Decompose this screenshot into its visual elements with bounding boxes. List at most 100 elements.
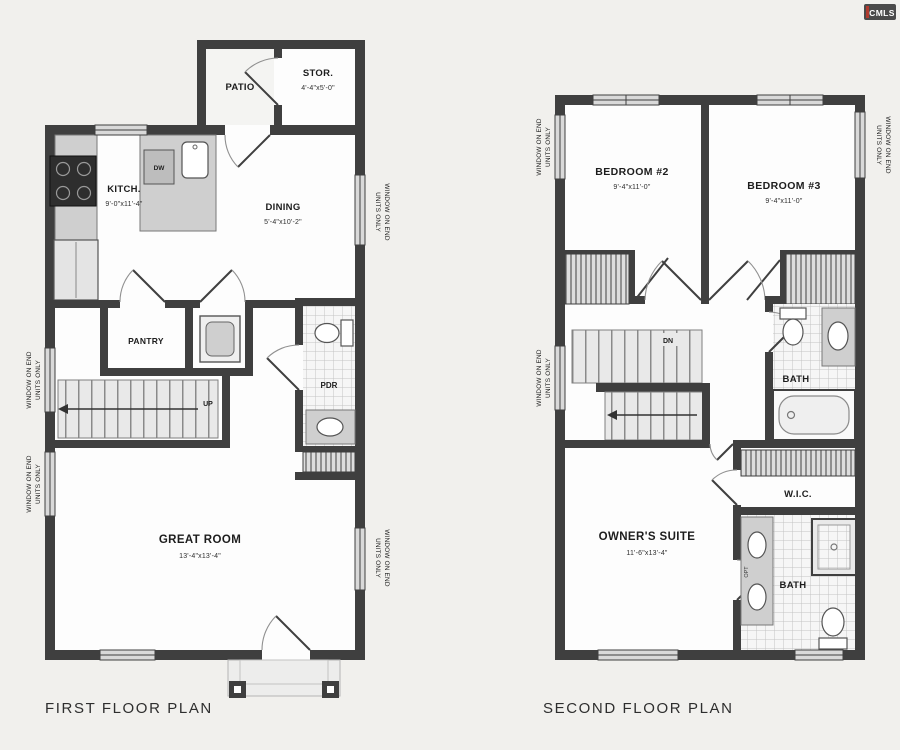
patio-door-swing: [224, 134, 239, 168]
stair-arrow-2: [607, 410, 617, 420]
svg-text:WINDOW ON END: WINDOW ON END: [884, 116, 891, 173]
pantry-door-leaf: [132, 269, 166, 303]
bedroom3-label: BEDROOM #3: [747, 180, 820, 192]
wic-wall-left-c: [733, 600, 741, 660]
pdr-bottom-wall: [295, 446, 365, 452]
pantry-door-opening: [120, 300, 165, 308]
mech-wall-right: [245, 308, 253, 376]
bedroom2-label: BEDROOM #2: [595, 166, 668, 178]
owners-suite-dims: 11'-6"x13'-4": [626, 550, 668, 557]
svg-text:UNITS ONLY: UNITS ONLY: [374, 192, 381, 232]
dishwasher: [143, 149, 175, 185]
svg-text:UNITS ONLY: UNITS ONLY: [545, 127, 552, 167]
owners-suite-label: OWNER'S SUITE: [599, 531, 696, 543]
stair-arrow: [58, 404, 68, 414]
dining-window: [354, 174, 366, 246]
coat-closet-bottom-wall: [295, 472, 365, 480]
kitchen-dims: 9'-0"x11'-4": [105, 201, 142, 208]
first-floor-title: FIRST FLOOR PLAN: [45, 700, 213, 717]
svg-text:WINDOW ON END: WINDOW ON END: [26, 455, 33, 512]
mls-logo-accent: [866, 6, 869, 18]
pantry-wall-left: [100, 308, 108, 376]
pantry-door-swing: [119, 269, 134, 303]
dn-label: DN: [663, 338, 673, 345]
dn-label-bg: [654, 333, 682, 346]
pdr-toilet: [314, 319, 354, 347]
bedroom2-top-window: [592, 94, 660, 106]
stair-side-wall-2: [702, 383, 710, 448]
bathtub: [772, 389, 856, 441]
svg-text:WINDOW ON END: WINDOW ON END: [383, 183, 390, 240]
patio-door-leaf: [237, 134, 271, 168]
dishwasher-label: DW: [154, 165, 166, 172]
entry-door-opening: [262, 650, 310, 660]
bath-lower-vanity: [740, 516, 774, 626]
bath-lower-label: BATH: [780, 580, 807, 591]
patio-label: PATIO: [225, 82, 254, 93]
stair-mid-rail: [596, 383, 703, 392]
bedroom2-left-window: [554, 114, 566, 180]
storage-door-leaf: [244, 71, 279, 106]
wic-bottom-wall: [733, 507, 865, 515]
bedroom3-door-swing: [747, 260, 766, 301]
wic-wall-left-a: [733, 440, 741, 470]
pdr-door-leaf: [266, 357, 300, 391]
stairs-lower-run: [604, 391, 704, 441]
bedroom2-door-swing: [644, 260, 663, 301]
svg-text:UNITS ONLY: UNITS ONLY: [545, 358, 552, 398]
bath-upper-label: BATH: [783, 374, 810, 385]
storage-door-opening: [274, 58, 282, 105]
kitchen-window: [94, 124, 148, 136]
bedroom2-door-leaf: [661, 260, 702, 301]
wic-label: W.I.C.: [784, 489, 812, 500]
great-room-right-window: [354, 527, 366, 591]
entry-door-leaf: [275, 615, 311, 651]
dining-dims: 5'-4"x10'-2": [264, 219, 302, 226]
window-note-sf-right-top: WINDOW ON END UNITS ONLY: [875, 116, 891, 173]
suite-bottom-window: [597, 649, 679, 661]
window-note-ff-right-bottom: WINDOW ON END UNITS ONLY: [374, 529, 390, 586]
closet-door-swing: [231, 269, 246, 303]
bedroom2-closet-door: [634, 257, 669, 301]
pdr-left-wall-upper: [295, 298, 303, 345]
patio-floor: [206, 49, 274, 125]
bedroom3-closet: [746, 250, 856, 305]
bath-lower-toilet: [818, 607, 848, 650]
mls-logo-text: CMLS: [869, 8, 895, 18]
bedroom-divider-wall: [701, 95, 709, 304]
left-window-mid: [44, 347, 56, 413]
bedroom3-top-window: [756, 94, 824, 106]
suite-door-swing: [709, 443, 718, 461]
bedroom3-dims: 9'-4"x11'-0": [765, 198, 802, 205]
storage-dims: 4'-4"x5'-0": [301, 85, 335, 92]
great-room-label: GREAT ROOM: [159, 534, 241, 546]
stair-bottom-wall-2: [555, 440, 710, 448]
stair-left-window: [554, 345, 566, 411]
wic-shelf-hatch: [740, 449, 856, 477]
svg-text:WINDOW ON END: WINDOW ON END: [536, 118, 543, 175]
kitchen-label: KITCH.: [107, 184, 140, 195]
bedroom2-dims: 9'-4"x11'-0": [613, 184, 650, 191]
entry-door-swing: [261, 615, 277, 651]
wic-wall-left-b: [733, 505, 741, 560]
second-floor-title: SECOND FLOOR PLAN: [543, 700, 734, 717]
pdr-label: PDR: [321, 381, 338, 390]
left-window-lower: [44, 451, 56, 517]
shower: [811, 518, 857, 576]
bath-bottom-window: [794, 649, 844, 661]
bath-upper-toilet: [779, 307, 807, 346]
window-note-sf-left-mid: WINDOW ON END UNITS ONLY: [536, 349, 552, 406]
mech-unit: [199, 315, 241, 363]
storage-door-swing: [244, 57, 279, 73]
svg-text:UNITS ONLY: UNITS ONLY: [374, 538, 381, 578]
pdr-top-wall: [295, 298, 365, 306]
svg-text:UNITS ONLY: UNITS ONLY: [875, 125, 882, 165]
dining-label: DINING: [265, 202, 300, 213]
closet-door-opening: [200, 300, 245, 308]
window-note-ff-left-mid: WINDOW ON END UNITS ONLY: [26, 351, 42, 408]
vanity-opt-label: OPT: [744, 566, 750, 578]
kitchen-peninsula: [139, 134, 217, 232]
bath-upper-wall-left-b: [765, 352, 773, 448]
second-floor-plan: DN OPT: [554, 94, 866, 661]
bedroom3-closet-door: [746, 259, 781, 301]
